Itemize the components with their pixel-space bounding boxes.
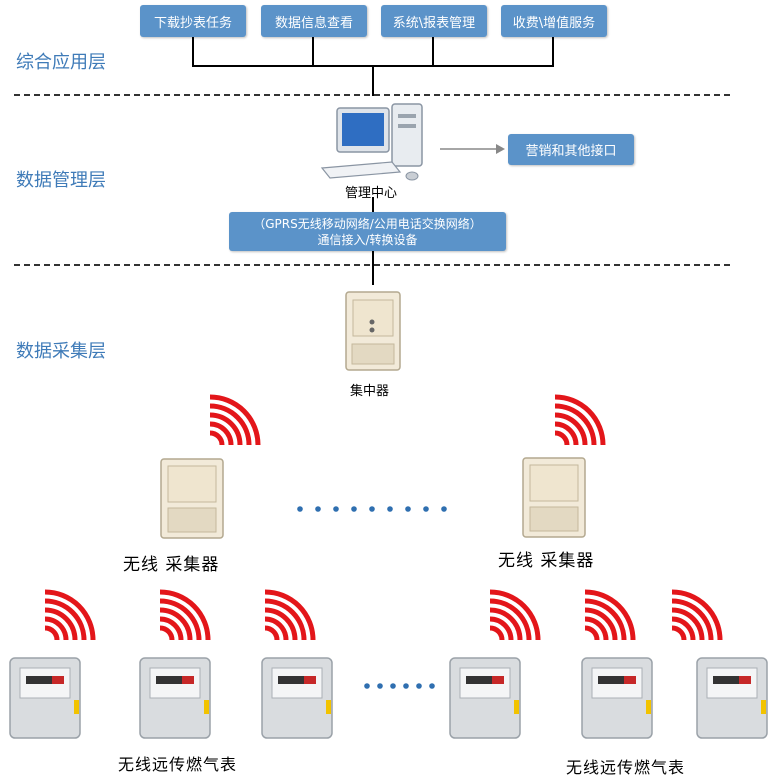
ellipsis-dot: [387, 506, 393, 512]
mgmt-center-label: 管理中心: [345, 186, 398, 201]
data-view-button[interactable]: 数据信息查看: [261, 5, 367, 37]
ellipsis-dot: [315, 506, 321, 512]
interface-button[interactable]: 营销和其他接口: [508, 134, 634, 165]
wave-icon: [489, 589, 541, 641]
layer-app-label: 综合应用层: [16, 52, 106, 73]
wave-icon: [584, 589, 636, 641]
ellipsis-dot: [297, 506, 303, 512]
ellipsis-dot: [441, 506, 447, 512]
gas-meter-icon: [9, 657, 81, 739]
collector-left-label: 无线 采集器: [123, 555, 220, 575]
download-task-button[interactable]: 下载抄表任务: [140, 5, 246, 37]
gas-meter-icon: [449, 657, 521, 739]
collector-right-icon: [522, 457, 586, 538]
gas-meter-icon: [261, 657, 333, 739]
wave-icon: [159, 589, 211, 641]
layer-mgmt-label: 数据管理层: [16, 170, 106, 191]
ellipsis-dot: [423, 506, 429, 512]
network-line1: （GPRS无线移动网络/公用电话交换网络）: [253, 216, 482, 231]
meter-right-label: 无线远传燃气表: [566, 758, 686, 777]
wave-icon: [264, 589, 316, 641]
wave-icon: [44, 589, 96, 641]
charge-service-button[interactable]: 收费\增值服务: [501, 5, 607, 37]
gas-meter-icon: [696, 657, 768, 739]
ellipsis-dot: [390, 683, 396, 689]
ellipsis-dot: [364, 683, 370, 689]
network-box: （GPRS无线移动网络/公用电话交换网络） 通信接入/转换设备: [229, 212, 506, 251]
gas-meter-icon: [139, 657, 211, 739]
gas-meter-icon: [581, 657, 653, 739]
ellipsis-dot: [416, 683, 422, 689]
meter-left-label: 无线远传燃气表: [118, 755, 238, 774]
network-line2: 通信接入/转换设备: [317, 232, 418, 247]
concentrator-label: 集中器: [350, 384, 390, 399]
wave-icon: [209, 394, 261, 446]
collector-right-label: 无线 采集器: [498, 551, 595, 571]
wave-icon: [554, 394, 606, 446]
ellipsis-dot: [377, 683, 383, 689]
wave-icon: [671, 589, 723, 641]
ellipsis-dot: [351, 506, 357, 512]
ellipsis-dot: [369, 506, 375, 512]
ellipsis-dot: [405, 506, 411, 512]
ellipsis-dot: [429, 683, 435, 689]
ellipsis-dot: [333, 506, 339, 512]
ellipsis-dot: [403, 683, 409, 689]
layer-collect-label: 数据采集层: [16, 341, 106, 362]
report-manage-button[interactable]: 系统\报表管理: [381, 5, 487, 37]
collector-left-icon: [160, 458, 224, 539]
